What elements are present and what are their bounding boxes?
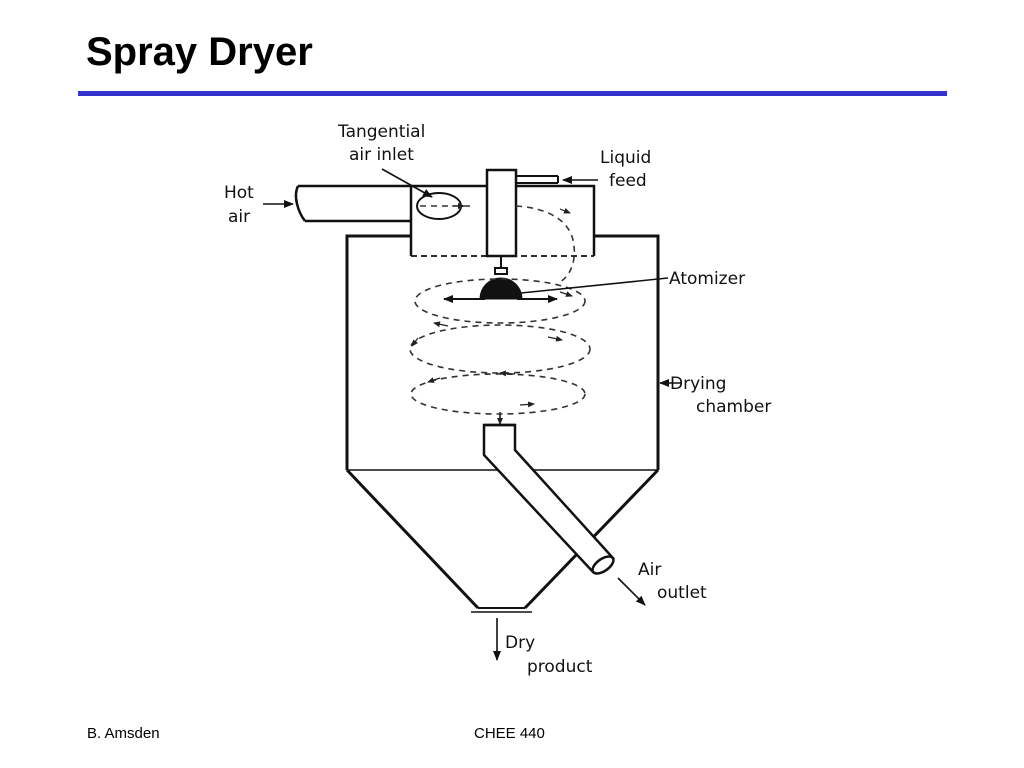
label-air-outlet-line1: Air <box>638 560 661 580</box>
atomizer-assembly <box>479 168 523 300</box>
label-dry-product-line2: product <box>527 657 593 677</box>
hot-air-inlet-pipe <box>294 184 411 223</box>
label-air-outlet-line2: outlet <box>657 583 707 603</box>
diagram-labels: Tangential air inlet Liquid feed Hot air… <box>224 122 771 677</box>
label-hot-line1: Hot <box>224 183 254 203</box>
label-liquid-line1: Liquid <box>600 148 651 168</box>
product-discharge <box>471 607 532 613</box>
label-drying-line2: chamber <box>696 397 771 417</box>
label-liquid-line2: feed <box>609 171 647 191</box>
label-hot-line2: air <box>228 207 250 227</box>
label-atomizer: Atomizer <box>669 269 745 289</box>
label-dry-product-line1: Dry <box>505 633 535 653</box>
label-leaders <box>263 168 682 661</box>
air-outlet-pipe <box>482 423 615 575</box>
air-flow-path <box>409 205 591 424</box>
liquid-feed-tube <box>516 175 559 184</box>
flow-direction-arrows <box>411 203 573 425</box>
label-tangential-line1: Tangential <box>337 122 425 142</box>
title-underline <box>78 91 947 96</box>
footer-course: CHEE 440 <box>474 725 545 742</box>
footer-author: B. Amsden <box>87 725 160 742</box>
label-tangential-line2: air inlet <box>349 145 414 165</box>
slide-title: Spray Dryer <box>86 30 313 74</box>
label-drying-line1: Drying <box>670 374 726 394</box>
